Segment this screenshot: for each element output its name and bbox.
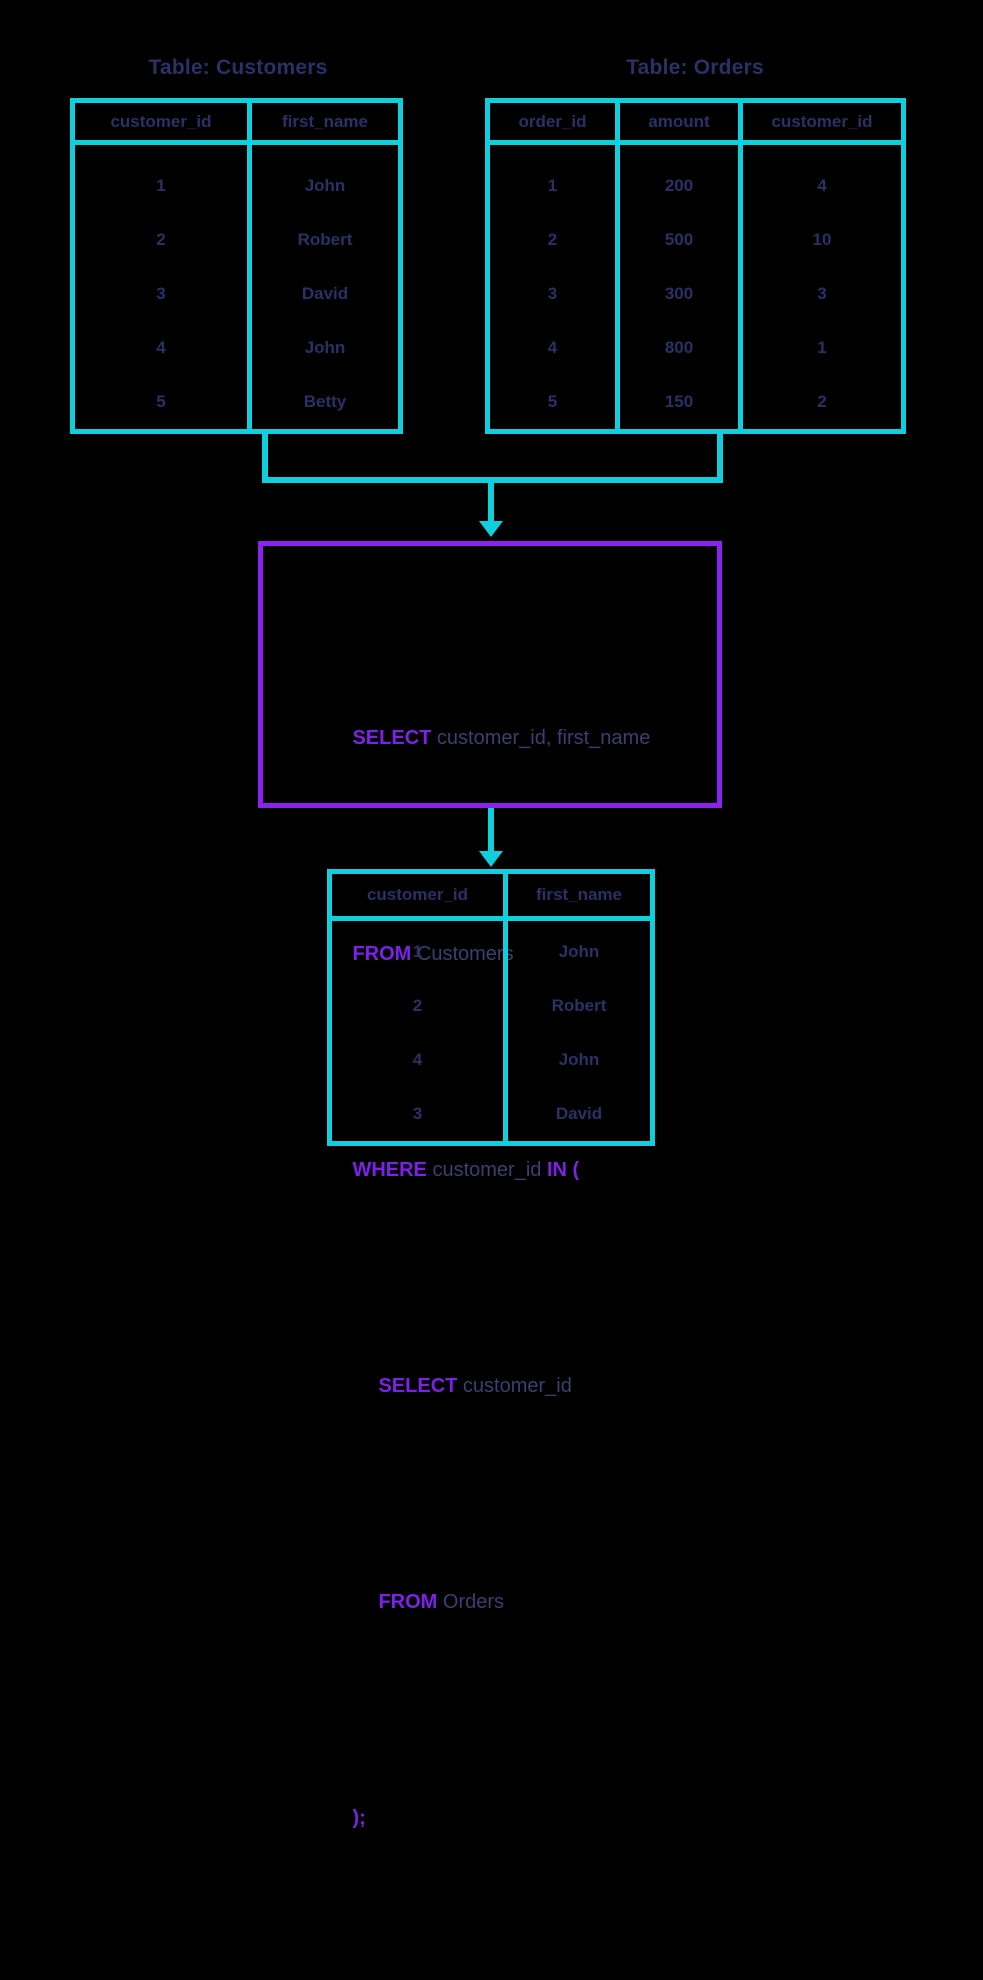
table-cell: John [558,942,600,961]
table-cell: 3 [817,284,827,303]
sql-identifier: customer_id [462,1375,572,1397]
orders-table-title: Table: Orders [626,56,764,79]
table-header-row: order_id amount customer_id [490,103,901,145]
arrow-down-icon [479,851,503,867]
table-cell: 4 [412,1050,423,1069]
sql-line: SELECT customer_id [308,1332,650,1440]
table-header-row: customer_id first_name [75,103,398,145]
column-amount: 200 500 300 800 150 [615,145,738,429]
customers-table-title: Table: Customers [148,56,328,79]
connector-to-query-stem [488,483,494,524]
table-cell: Robert [551,996,607,1015]
column-order-id: 1 2 3 4 5 [490,145,615,429]
table-cell: 5 [156,392,166,411]
orders-table: order_id amount customer_id 1 2 3 4 5 20… [485,98,906,434]
column-customer-id: 1 2 4 3 [332,921,503,1141]
sql-query-box: SELECT customer_id, first_name FROM Cust… [258,541,722,1829]
table-cell: 1 [412,942,423,961]
table-cell: 2 [156,230,166,249]
column-header-amount: amount [615,103,738,140]
table-cell: John [304,176,346,195]
table-body: 1 2 3 4 5 John Robert David John Betty [75,145,398,429]
arrow-down-icon [479,521,503,537]
table-cell: 2 [547,230,558,249]
column-header-first-name: first_name [503,874,650,916]
table-cell: 2 [412,996,423,1015]
table-header-row: customer_id first_name [332,874,650,921]
sql-keyword: ); [352,1807,366,1829]
table-cell: 500 [664,230,694,249]
table-cell: 2 [817,392,827,411]
sql-keyword: SELECT [352,727,437,749]
table-body: 1 2 4 3 John Robert John David [332,921,650,1141]
sql-identifier: Customers [416,943,514,965]
table-cell: 3 [547,284,558,303]
table-cell: 3 [156,284,166,303]
result-table: customer_id first_name 1 2 4 3 John Robe… [327,869,655,1146]
connector-join-bus [262,477,723,483]
table-cell: 1 [817,338,827,357]
connector-orders-stem [717,431,723,483]
column-first-name: John Robert David John Betty [247,145,398,429]
column-header-first-name: first_name [247,103,398,140]
table-cell: David [555,1104,603,1123]
table-cell: 300 [664,284,694,303]
sql-keyword: WHERE [352,1159,433,1181]
sql-keyword: SELECT [378,1375,463,1397]
table-cell: 4 [156,338,166,357]
sql-keyword: FROM [378,1591,443,1613]
table-body: 1 2 3 4 5 200 500 300 800 150 4 10 3 1 2 [490,145,901,429]
table-cell: 4 [817,176,827,195]
sql-line: SELECT customer_id, first_name [308,684,650,792]
sql-line: ); [308,1764,650,1872]
column-header-order-id: order_id [518,111,587,131]
table-cell: 200 [664,176,694,195]
table-cell: David [301,284,349,303]
connector-to-result-stem [488,808,494,854]
sql-line: FROM Orders [308,1548,650,1656]
table-cell: 4 [547,338,558,357]
table-cell: John [558,1050,600,1069]
customers-table: customer_id first_name 1 2 3 4 5 John Ro… [70,98,403,434]
column-header-customer-id: customer_id [110,111,212,131]
table-cell: Robert [297,230,353,249]
table-cell: 150 [664,392,694,411]
table-cell: 800 [664,338,694,357]
table-cell: 5 [547,392,558,411]
table-cell: 1 [547,176,558,195]
sql-keyword: FROM [352,943,417,965]
table-cell: Betty [303,392,347,411]
sql-identifier: Orders [442,1591,505,1613]
sql-query-text: SELECT customer_id, first_name FROM Cust… [308,576,650,1980]
table-cell: John [304,338,346,357]
sql-identifier: customer_id [432,1159,547,1181]
column-customer-id: 4 10 3 1 2 [738,145,901,429]
table-cell: 3 [412,1104,423,1123]
table-cell: 10 [812,230,832,249]
column-customer-id: 1 2 3 4 5 [75,145,247,429]
sql-keyword: IN ( [546,1159,580,1181]
column-header-customer-id: customer_id [738,103,901,140]
sql-identifier: customer_id, first_name [436,727,651,749]
connector-customers-stem [262,431,268,483]
sql-line: FROM Customers [308,900,650,1008]
column-first-name: John Robert John David [503,921,650,1141]
sql-line: WHERE customer_id IN ( [308,1116,650,1224]
diagram-canvas: Table: Customers Table: Orders customer_… [70,56,906,1829]
column-header-customer-id: customer_id [366,885,469,904]
table-cell: 1 [156,176,166,195]
